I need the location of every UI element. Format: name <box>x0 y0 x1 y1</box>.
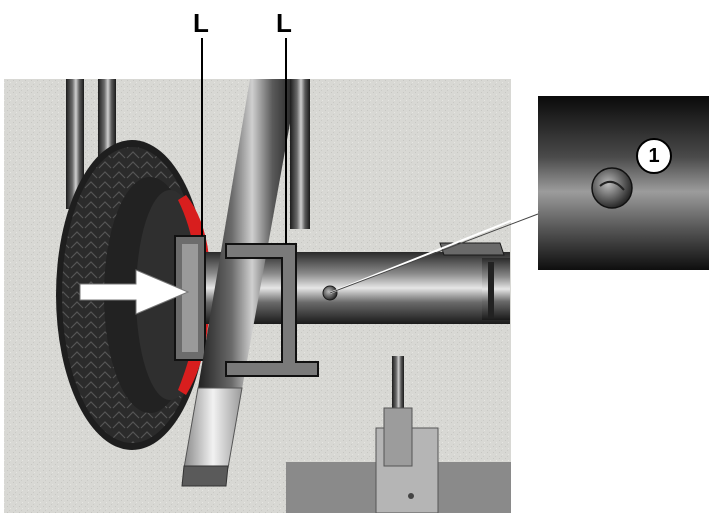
left-clamp-bracket <box>174 235 206 361</box>
right-clamp-bracket <box>225 243 319 377</box>
diagonal-support-tube <box>196 79 298 400</box>
detail-number-badge: 1 <box>636 138 672 174</box>
frame-tube-back-left <box>66 79 84 209</box>
label-l-right: L <box>276 8 292 38</box>
floor-stand <box>286 356 511 514</box>
upper-frame-tube <box>290 79 310 229</box>
arrow-right-icon <box>79 269 190 315</box>
detail-leader-line-bottom <box>329 213 539 294</box>
label-l-left: L <box>193 8 209 38</box>
axle-collar <box>482 258 510 320</box>
axle-bracket <box>439 242 505 256</box>
detail-leader-line-top <box>329 209 539 294</box>
detail-bolt <box>591 167 633 209</box>
